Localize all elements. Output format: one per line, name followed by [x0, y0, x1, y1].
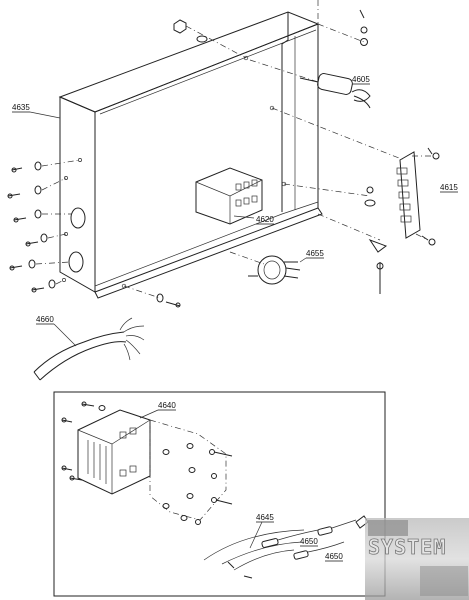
part-4640-transformer: 4640 — [77, 401, 176, 495]
left-screw-set — [7, 159, 81, 293]
part-4615-terminal-strip: 4615 — [271, 107, 458, 246]
bottom-screw — [123, 285, 181, 308]
watermark-logo: SYSTEM — [365, 518, 469, 600]
label-4650-a: 4650 — [300, 537, 318, 546]
label-4650-b: 4650 — [325, 552, 343, 561]
mounting-plate-outline — [149, 419, 227, 521]
label-4660: 4660 — [36, 315, 54, 324]
watermark-text: SYSTEM — [368, 535, 446, 559]
part-4660-cable: 4660 — [33, 315, 145, 381]
label-4605: 4605 — [352, 75, 370, 84]
label-4615: 4615 — [440, 183, 458, 192]
label-4640: 4640 — [158, 401, 176, 410]
part-4655-pressure-switch: 4655 — [229, 249, 324, 285]
part-4620-contactor: 4620 — [195, 167, 274, 225]
transformer-left-screws — [61, 401, 106, 481]
label-4645: 4645 — [256, 513, 274, 522]
top-nut-hardware — [173, 19, 247, 59]
mid-right-hardware — [283, 183, 388, 294]
label-4635: 4635 — [12, 103, 30, 112]
top-right-screws — [317, 0, 368, 46]
label-4655: 4655 — [306, 249, 324, 258]
enclosure-box — [58, 11, 323, 299]
label-4620: 4620 — [256, 215, 274, 224]
part-4605-fuse-holder: 4605 — [249, 59, 371, 109]
transformer-right-screws — [162, 443, 233, 525]
part-4645-harness: 4645 4650 4650 — [203, 513, 369, 579]
detail-frame — [53, 391, 386, 597]
